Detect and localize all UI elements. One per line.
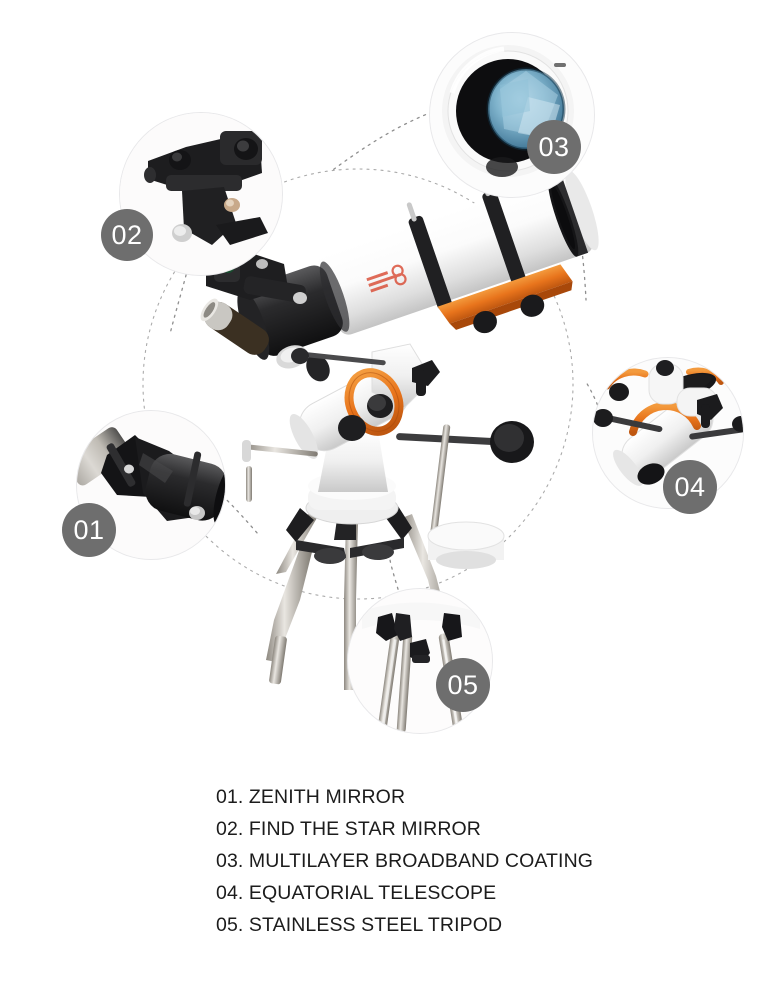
caption-list: 01. ZENITH MIRROR 02. FIND THE STAR MIRR… (216, 786, 736, 946)
badge-02[interactable]: 02 (101, 209, 153, 261)
badge-02-label: 02 (111, 219, 143, 250)
badge-04-label: 04 (674, 471, 706, 502)
tube-branding (366, 264, 407, 293)
callout-03-circle[interactable] (429, 32, 595, 198)
badge-05-label: 05 (447, 669, 479, 700)
connector-03b (565, 159, 587, 301)
caption-item-04: 04. EQUATORIAL TELESCOPE (216, 882, 497, 904)
caption-item-01: 01. ZENITH MIRROR (216, 786, 406, 808)
badge-04[interactable]: 04 (663, 460, 717, 514)
caption-item-02: 02. FIND THE STAR MIRROR (216, 818, 481, 840)
badge-05[interactable]: 05 (436, 658, 490, 712)
objective-lens-coating-closeup (430, 33, 594, 197)
badge-01[interactable]: 01 (62, 503, 116, 557)
equatorial-mount-closeup (593, 358, 743, 508)
equatorial-mount (242, 343, 534, 569)
caption-item-03: 03. MULTILAYER BROADBAND COATING (216, 850, 594, 872)
callout-04-circle[interactable] (592, 357, 744, 509)
caption-item-05: 05. STAINLESS STEEL TRIPOD (216, 914, 503, 936)
badge-03-label: 03 (538, 131, 570, 162)
connector-05 (389, 559, 401, 597)
dovetail-bar (437, 264, 573, 334)
badge-03[interactable]: 03 (527, 120, 581, 174)
badge-01-label: 01 (73, 514, 105, 545)
connector-03 (329, 111, 433, 173)
